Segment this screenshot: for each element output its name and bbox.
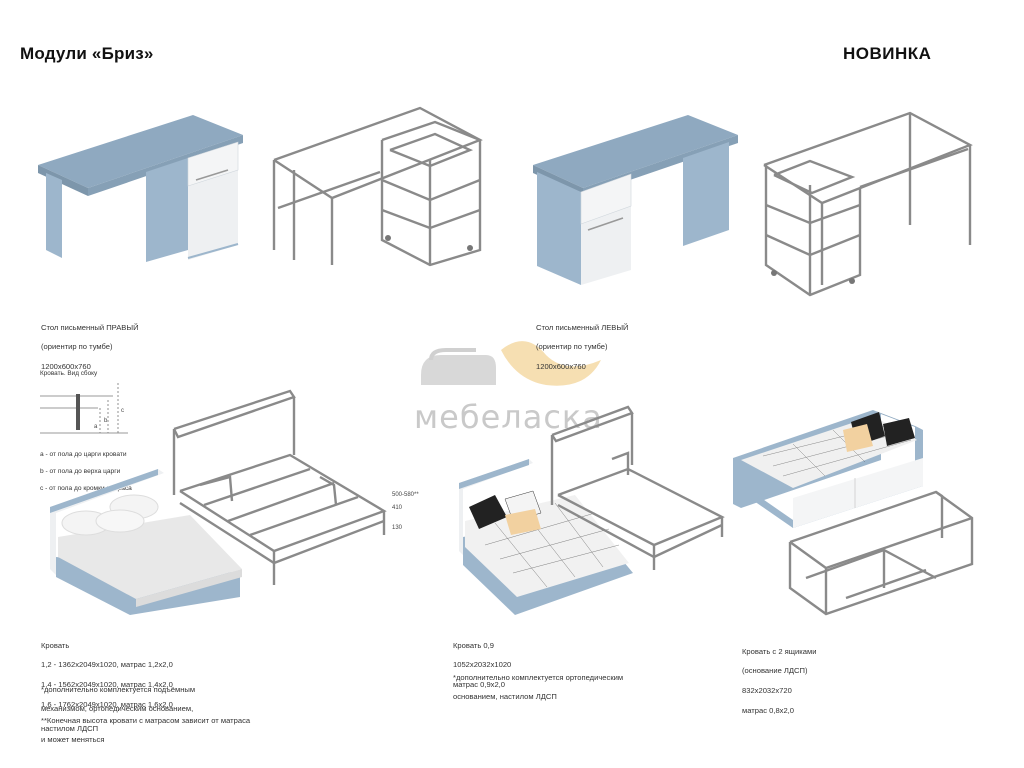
caption-line: Стол письменный ПРАВЫЙ [41, 322, 139, 332]
new-badge: НОВИНКА [843, 44, 932, 63]
caption-line: 832x2032x720 [742, 685, 792, 695]
side-mark-a: a [94, 424, 98, 430]
caption-line: (ориентир по тумбе) [41, 342, 113, 352]
page-title: Модули «Бриз» [20, 44, 154, 63]
side-mark-c: c [121, 408, 124, 414]
caption-line: 1200х600х760 [536, 361, 586, 371]
bed-dim-low: 130 [392, 525, 403, 531]
bed-09-frame-image [550, 405, 725, 570]
bed-09-notes: *дополнительно комплектуется ортопедичес… [453, 663, 623, 712]
caption-line: Кровать 0,9 [453, 640, 494, 650]
bed-caption: Кровать 1,2 - 1362x2049x1020, матрас 1,2… [41, 631, 173, 719]
desk-right-frame-image [272, 106, 483, 267]
bed-dim-mid: 410 [392, 505, 403, 511]
caption-line: 1,6 - 1762x2049x1020, матрас 1,6х2,0 [41, 699, 173, 709]
bed-notes-2: **Конечная высота кровати с матрасом зав… [41, 706, 250, 755]
legend-line: b - от пола до верха царги [40, 468, 121, 476]
caption-line: Кровать с 2 ящиками [742, 646, 817, 656]
bed-drawers-caption: Кровать с 2 ящиками (основание ЛДСП) 832… [742, 637, 816, 725]
bed-side-view-title: Кровать. Вид сбоку [40, 370, 98, 377]
watermark-logo-icon [421, 341, 601, 386]
legend-line: c - от пола до кромки матраса [40, 485, 132, 493]
bed-drawers-image [733, 410, 923, 528]
caption-line: матрас 0,9х2,0 [453, 679, 506, 689]
side-view-legend: а - от пола до царги кровати b - от пола… [40, 443, 132, 502]
note-line: и может меняться [41, 735, 105, 745]
caption-line: Стол письменный ЛЕВЫЙ [536, 322, 629, 332]
caption-line: 1,2 - 1362x2049x1020, матрас 1,2х2,0 [41, 660, 173, 670]
desk-left-frame-image [763, 111, 973, 297]
bed-frame-image [172, 389, 387, 585]
desk-left-image [533, 115, 738, 285]
bed-09-image [459, 459, 633, 615]
caption-line: Кровать [41, 640, 70, 650]
desk-right-image [38, 115, 243, 262]
caption-line: (ориентир по тумбе) [536, 342, 608, 352]
bed-notes: *дополнительно комплектуется подъёмным м… [41, 675, 195, 744]
watermark-text: мебеласка [414, 398, 603, 436]
side-mark-b: b [104, 418, 108, 424]
caption-line: матрас 0,8х2,0 [742, 705, 795, 715]
caption-line: (основание ЛДСП) [742, 666, 808, 676]
legend-line: а - от пола до царги кровати [40, 451, 127, 459]
note-line: механизмом, ортопедическим основанием, [41, 704, 194, 714]
caption-line: 1052x2032x1020 [453, 660, 512, 670]
bed-side-view-diagram: a b c [40, 383, 128, 434]
note-line: настилом ЛДСП [41, 723, 99, 733]
bed-drawers-frame-image [788, 490, 974, 616]
bed-dim-top: 500-580** [392, 492, 419, 498]
bed-image [50, 469, 242, 615]
desk-left-caption: Стол письменный ЛЕВЫЙ (ориентир по тумбе… [536, 313, 629, 382]
note-line: основанием, настилом ЛДСП [453, 692, 557, 702]
caption-line: 1200х600х760 [41, 361, 91, 371]
note-line: *дополнительно комплектуется подъёмным [41, 684, 196, 694]
bed-09-caption: Кровать 0,9 1052x2032x1020 матрас 0,9х2,… [453, 631, 511, 700]
caption-line: 1,4 - 1562x2049x1020, матрас 1,4х2,0 [41, 679, 173, 689]
note-line: **Конечная высота кровати с матрасом зав… [41, 715, 251, 725]
desk-right-caption: Стол письменный ПРАВЫЙ (ориентир по тумб… [41, 313, 139, 382]
note-line: *дополнительно комплектуется ортопедичес… [453, 672, 624, 682]
